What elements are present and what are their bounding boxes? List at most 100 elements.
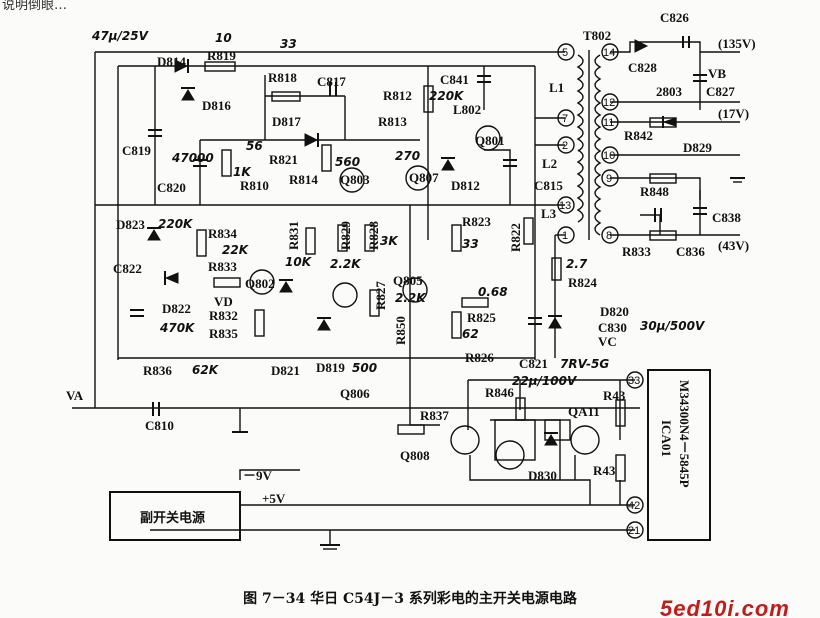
- label-l1: L1: [549, 80, 564, 95]
- label-q808: Q808: [400, 448, 430, 463]
- label-vc: VC: [598, 334, 617, 349]
- label-q807: Q807: [409, 170, 439, 185]
- note-33-b: 33: [462, 237, 479, 251]
- label-d823: D823: [116, 217, 145, 232]
- label-d812: D812: [451, 178, 480, 193]
- ic-name: M34300N4－5845P: [677, 380, 692, 488]
- label-c819: C819: [122, 143, 151, 158]
- label-c836: C836: [676, 244, 705, 259]
- label-c821: C821: [519, 356, 548, 371]
- transformer-t802: [576, 50, 602, 240]
- label-r812: R812: [383, 88, 412, 103]
- note-500: 500: [352, 361, 377, 375]
- label-135v: (135V): [718, 36, 756, 51]
- label-r814: R814: [289, 172, 318, 187]
- diodes: [147, 39, 677, 446]
- label-r43-top: R43: [603, 388, 626, 403]
- label-r826: R826: [465, 350, 494, 365]
- label-r850: R850: [393, 316, 408, 345]
- pin-5: 5: [562, 47, 568, 59]
- figure-caption: 图 7－34 华日 C54J－3 系列彩电的主开关电源电路: [243, 591, 577, 607]
- transistors: [249, 125, 600, 470]
- label-r825: R825: [467, 310, 496, 325]
- pin-42: 42: [628, 500, 640, 512]
- label-c826: C826: [660, 10, 689, 25]
- label-r846: R846: [485, 385, 514, 400]
- label-d814: D814: [157, 54, 186, 69]
- pin-numbers: 5 7 2 13 1 14 12 11 10 9 8 33 42 21: [559, 47, 640, 537]
- ic-ref: ICA01: [659, 420, 674, 457]
- label-vb: VB: [708, 66, 726, 81]
- note-2-2k-2: 2.2K: [395, 291, 427, 305]
- label-r828: R828: [366, 221, 381, 250]
- note-30u-500v: 30μ/500V: [640, 319, 706, 333]
- label-c838: C838: [712, 210, 741, 225]
- label-c828: C828: [628, 60, 657, 75]
- label-r842: R842: [624, 128, 653, 143]
- label-q805: Q805: [393, 273, 423, 288]
- label-d816: D816: [202, 98, 231, 113]
- label-d820: D820: [600, 304, 629, 319]
- note-560: 560: [335, 155, 360, 169]
- label-r835: R835: [209, 326, 238, 341]
- pin-13: 13: [559, 200, 571, 212]
- label-d822: D822: [162, 301, 191, 316]
- pin-33: 33: [628, 375, 640, 387]
- label-r833-secondary: R833: [622, 244, 651, 259]
- label-neg9v: －9V: [243, 468, 273, 483]
- note-3k: 3K: [380, 234, 399, 248]
- note-47u-25v: 47μ/25V: [91, 29, 150, 43]
- sub-psu-box: [109, 491, 241, 541]
- label-r823: R823: [462, 214, 491, 229]
- label-c822: C822: [113, 261, 142, 276]
- note-7rv-5g: 7RV-5G: [560, 357, 609, 371]
- label-r833: R833: [208, 259, 237, 274]
- pin-2: 2: [562, 140, 568, 152]
- pin-9: 9: [606, 173, 612, 185]
- label-17v: (17V): [718, 106, 749, 121]
- note-22k: 22K: [222, 243, 250, 257]
- resistors: [196, 61, 677, 482]
- note-56: 56: [246, 139, 263, 153]
- label-q801: Q801: [475, 133, 505, 148]
- label-r831: R831: [286, 221, 301, 250]
- pin-8: 8: [606, 230, 612, 242]
- pin-7: 7: [562, 113, 568, 125]
- note-10: 10: [215, 31, 232, 45]
- label-q806: Q806: [340, 386, 370, 401]
- label-l3: L3: [541, 206, 557, 221]
- label-c830: C830: [598, 320, 627, 335]
- label-pos5v: +5V: [262, 491, 286, 506]
- label-2803: 2803: [656, 84, 683, 99]
- pin-circles: [557, 43, 644, 539]
- note-2-7: 2.7: [566, 257, 588, 271]
- note-220k: 220K: [429, 89, 465, 103]
- pin-10: 10: [603, 150, 615, 162]
- label-r827: R827: [373, 281, 388, 310]
- label-c815: C815: [534, 178, 563, 193]
- label-r818: R818: [268, 70, 297, 85]
- note-2-2k: 2.2K: [330, 257, 362, 271]
- label-d829: D829: [683, 140, 712, 155]
- handwritten-notes: 47μ/25V 10 33 56 560 270 220K 47000 1K 2…: [91, 29, 706, 388]
- label-r819: R819: [207, 48, 236, 63]
- label-l2: L2: [542, 156, 557, 171]
- label-qa11: QA11: [568, 404, 600, 419]
- ic-ica01-box: [647, 369, 711, 541]
- label-vd: VD: [214, 294, 233, 309]
- label-r829: R829: [338, 221, 353, 250]
- component-labels: D814 R819 D816 R818 C817 C841 R812 L802 …: [66, 10, 756, 506]
- label-r822: R822: [508, 223, 523, 252]
- label-q803: Q803: [340, 172, 370, 187]
- note-62k: 62K: [192, 363, 220, 377]
- label-q802: Q802: [245, 276, 275, 291]
- label-c810: C810: [145, 418, 174, 433]
- top-clipped-text: 说明倒眼…: [2, 0, 68, 13]
- label-r813: R813: [378, 114, 407, 129]
- label-r824: R824: [568, 275, 597, 290]
- label-r836: R836: [143, 363, 172, 378]
- label-r848: R848: [640, 184, 669, 199]
- label-r43-bottom: R43: [593, 463, 616, 478]
